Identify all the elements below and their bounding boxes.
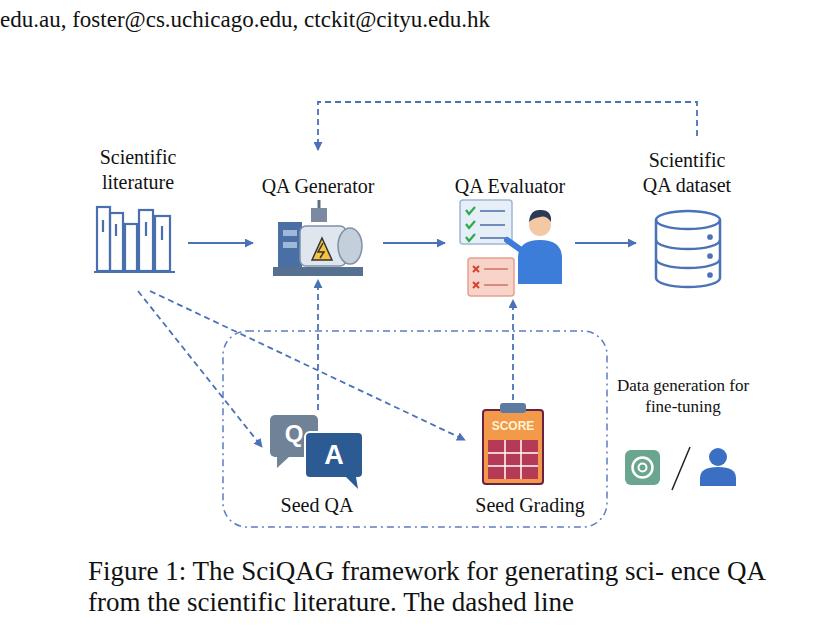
generator-icon-part — [312, 238, 332, 260]
database-icon-part — [708, 235, 711, 238]
node-label: Scientific literature — [88, 145, 188, 195]
evaluator-icon-part — [480, 237, 505, 239]
score-board-icon-part — [488, 440, 538, 479]
database-icon-part — [656, 240, 720, 249]
generator-icon-part — [338, 228, 362, 264]
dashed-arrow — [150, 291, 465, 440]
books-icon-part — [94, 271, 175, 273]
node-label: Seed QA — [262, 493, 372, 518]
score-board-icon-part — [483, 410, 543, 484]
flow-arrow — [383, 242, 445, 244]
evaluator-icon-part — [473, 282, 479, 288]
books-icon-part — [155, 216, 170, 271]
chatgpt-logo-part — [633, 458, 653, 478]
evaluator-icon-part — [466, 234, 475, 241]
database-icon-part — [656, 220, 720, 287]
node-label: Seed Grading — [465, 493, 595, 518]
flow-arrow — [575, 242, 636, 244]
score-board-icon-part — [500, 403, 526, 413]
process-node: QA Evaluator — [445, 150, 575, 300]
books-icon-part — [102, 220, 104, 232]
evaluator-icon-part — [480, 210, 505, 212]
generator-icon-part — [283, 242, 297, 248]
generator-icon-part — [273, 267, 363, 276]
score-board-icon-part — [520, 440, 522, 479]
seed-node: Seed Grading — [465, 400, 595, 518]
database-icon-part — [656, 211, 720, 229]
node-label: Scientific QA dataset — [636, 148, 738, 198]
dashed-arrow — [317, 280, 319, 410]
slash-mark — [672, 447, 690, 490]
generator-icon — [273, 200, 363, 276]
books-icon-part — [145, 222, 147, 236]
score-board-icon-part — [488, 452, 538, 454]
speech-bubbles-icon — [270, 415, 363, 489]
group-outline — [223, 331, 607, 527]
dashed-arrow — [512, 300, 514, 400]
score-board-icon-part — [504, 440, 506, 479]
chatgpt-logo-part — [625, 450, 660, 485]
chatgpt-logo — [625, 450, 660, 485]
person-icon-part — [700, 467, 736, 486]
seed-node: Seed QA — [262, 410, 372, 518]
chatgpt-logo-part — [639, 464, 647, 472]
books-icon-part — [115, 224, 117, 236]
score-board-icon-part — [488, 465, 538, 467]
score-text: SCORE — [484, 419, 542, 433]
books-icon-part — [97, 207, 110, 271]
generator-icon-part — [318, 200, 321, 208]
database-icon-part — [708, 254, 711, 257]
evaluator-icon-part — [518, 240, 562, 284]
icon-letter: Q — [270, 419, 318, 448]
process-node: QA Generator — [253, 150, 383, 280]
evaluator-icon-part — [473, 266, 479, 272]
slash-mark-part — [672, 447, 690, 490]
books-icon-part — [139, 210, 153, 271]
books-icon-part — [161, 226, 163, 240]
person-icon-part — [709, 448, 727, 466]
figure-caption: Figure 1: The SciQAG framework for gener… — [88, 556, 808, 618]
database-icon — [656, 211, 720, 287]
evaluator-icon-part — [484, 284, 508, 286]
database-icon-part — [656, 259, 720, 268]
group-heading: Data generation for fine-tuning — [616, 375, 750, 417]
generator-icon-part — [278, 222, 302, 268]
dashed-arrow — [318, 102, 697, 150]
dashed-arrow — [138, 291, 262, 447]
books-icon — [94, 207, 175, 272]
icon-letter: A — [305, 439, 363, 471]
author-emails: edu.au, foster@cs.uchicago.edu, ctckit@c… — [0, 6, 700, 34]
speech-bubbles-icon-part — [305, 432, 363, 478]
books-icon-part — [110, 213, 123, 271]
evaluator-icon-part — [460, 200, 512, 244]
group-box: Data generation for fine-tuningSeed QASe… — [222, 330, 608, 528]
generator-icon-part — [318, 243, 324, 258]
generator-icon-part — [311, 208, 327, 222]
evaluator-icon-part — [484, 268, 508, 270]
evaluator-icon-part — [529, 210, 551, 222]
evaluator-icon-part — [466, 207, 475, 214]
node-label: QA Generator — [253, 174, 383, 199]
evaluator-icon-part — [468, 258, 514, 296]
evaluator-icon-part — [480, 224, 505, 226]
person-icon — [700, 448, 736, 486]
score-board-icon — [483, 403, 543, 484]
speech-bubbles-icon-part — [277, 455, 291, 468]
node-label: QA Evaluator — [445, 174, 575, 199]
evaluator-icon — [460, 200, 562, 296]
database-icon-part — [708, 273, 711, 276]
speech-bubbles-icon-part — [346, 477, 358, 489]
source-node: Scientific literature — [88, 143, 188, 291]
generator-icon-part — [283, 230, 297, 236]
flow-arrow — [188, 242, 253, 244]
books-icon-part — [125, 224, 137, 271]
dataset-node: Scientific QA dataset — [636, 136, 738, 288]
evaluator-icon-part — [466, 221, 475, 228]
